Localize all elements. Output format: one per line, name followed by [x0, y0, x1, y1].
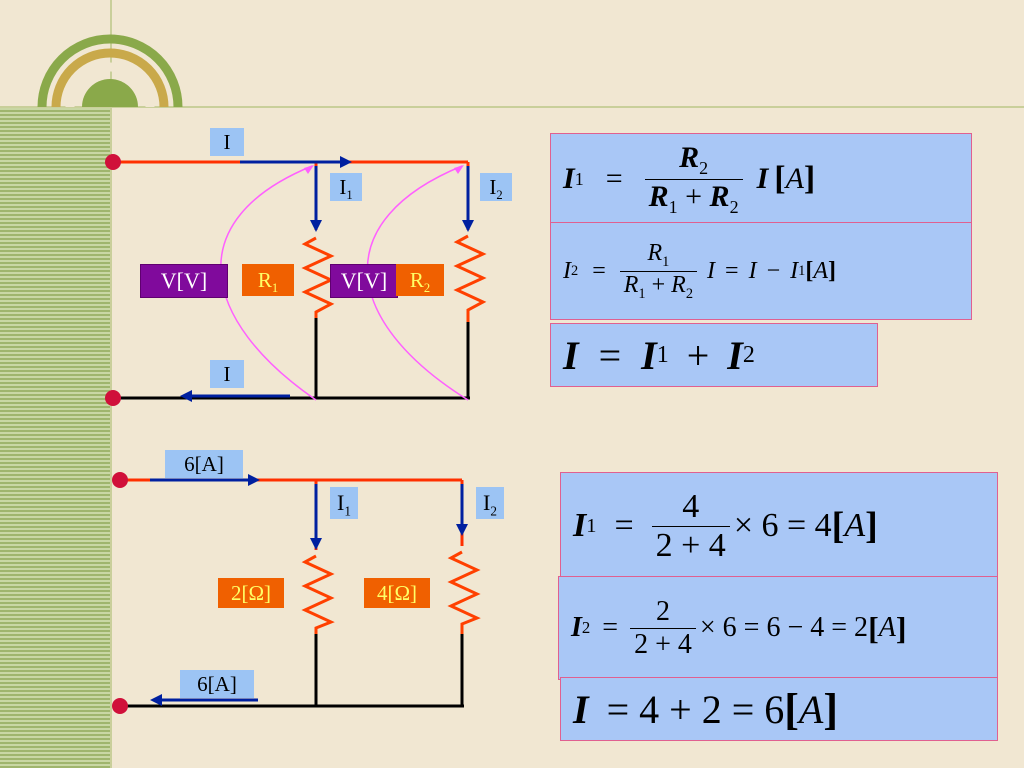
label-resistor-r2: R2: [396, 264, 444, 296]
label-source-current-6a-top: 6[A]: [165, 450, 243, 478]
formula-total-numeric: I = 4 + 2 = 6 [A]: [560, 677, 998, 741]
label-voltage-1: V[V]: [140, 264, 228, 298]
label-branch2-current-bottom: I2: [476, 487, 504, 519]
label-resistor-2ohm: 2[Ω]: [218, 578, 284, 608]
decorative-stripe: [0, 108, 110, 768]
arc-logo: [37, 34, 183, 108]
label-source-current-bottom: I: [210, 360, 244, 388]
label-source-current-6a-bottom: 6[A]: [180, 670, 254, 698]
terminal-bottom-circuit-bottom: [112, 698, 128, 714]
label-branch2-current: I2: [480, 173, 512, 202]
top-current-arrows: [180, 156, 474, 402]
label-branch1-current: I1: [330, 173, 362, 202]
divider-vertical: [110, 0, 112, 768]
label-resistor-4ohm: 4[Ω]: [364, 578, 430, 608]
terminal-bottom-circuit-top: [112, 472, 128, 488]
label-branch1-current-bottom: I1: [330, 487, 358, 519]
label-source-current-top: I: [210, 128, 244, 156]
divider-horizontal: [0, 106, 1024, 108]
bottom-current-arrows: [150, 474, 468, 706]
label-resistor-r1: R1: [242, 264, 294, 296]
terminal-top-left: [105, 154, 121, 170]
label-voltage-2: V[V]: [330, 264, 398, 298]
terminal-bottom-left: [105, 390, 121, 406]
